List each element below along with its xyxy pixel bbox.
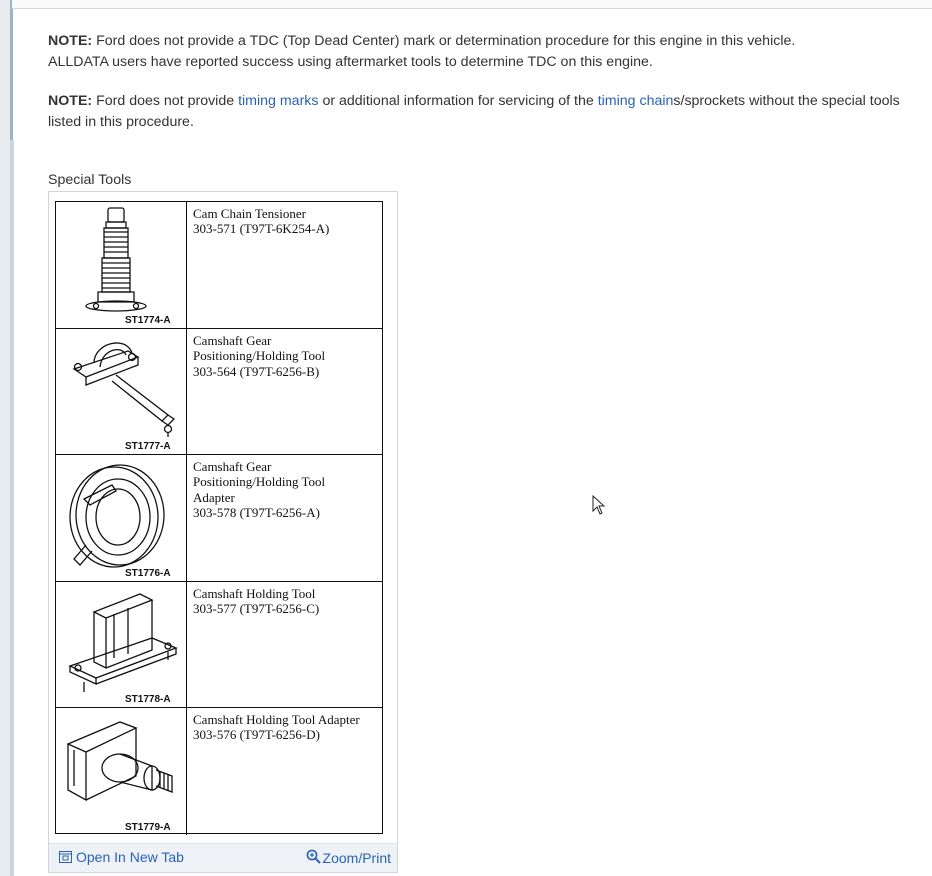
figure-caption: Special Tools <box>48 172 132 188</box>
note-text: or additional information for servicing … <box>322 93 594 109</box>
gear-adapter-icon <box>69 464 165 568</box>
tool-code: ST1777-A <box>125 441 171 452</box>
cam-chain-tensioner-icon <box>85 207 147 312</box>
tool-illustration: ST1778-A <box>56 582 187 707</box>
tool-description: Camshaft Holding Tool Adapter 303-576 (T… <box>193 712 360 743</box>
article-content: NOTE: Ford does not provide a TDC (Top D… <box>48 22 918 132</box>
mouse-cursor-icon <box>592 495 606 515</box>
note-label: NOTE: <box>48 33 93 49</box>
tool-code: ST1779-A <box>125 822 171 833</box>
tool-description: Cam Chain Tensioner 303-571 (T97T-6K254-… <box>193 206 330 237</box>
tool-description: Camshaft Holding Tool 303-577 (T97T-6256… <box>193 586 320 617</box>
zoom-print-label: Zoom/Print <box>322 850 391 866</box>
figure-toolbar: Open In New Tab Zoom/Print <box>49 843 397 872</box>
tool-row: ST1779-A Camshaft Holding Tool Adapter 3… <box>56 708 382 835</box>
tools-table: ST1774-A Cam Chain Tensioner 303-571 (T9… <box>55 201 383 835</box>
tool-row: ST1774-A Cam Chain Tensioner 303-571 (T9… <box>56 202 382 329</box>
tool-illustration: ST1776-A <box>56 455 187 581</box>
note-text: Ford does not provide <box>96 93 235 109</box>
note-text: Ford does not provide a TDC (Top Dead Ce… <box>96 33 796 49</box>
tool-code: ST1776-A <box>125 568 171 579</box>
tool-row: ST1777-A Camshaft Gear Positioning/Holdi… <box>56 329 382 455</box>
special-tools-figure[interactable]: ST1774-A Cam Chain Tensioner 303-571 (T9… <box>48 191 398 873</box>
holding-tool-adapter-icon <box>66 721 173 802</box>
timing-chain-link[interactable]: timing chain <box>597 93 674 109</box>
note-text: s/sprockets without the special tools <box>673 93 900 109</box>
tool-description: Camshaft Gear Positioning/Holding Tool 3… <box>193 333 326 379</box>
open-in-new-tab-label: Open In New Tab <box>76 849 184 865</box>
top-border <box>12 0 932 9</box>
tool-row: ST1776-A Camshaft Gear Positioning/Holdi… <box>56 455 382 582</box>
tool-description: Camshaft Gear Positioning/Holding Tool A… <box>193 459 326 520</box>
rail-accent-lower <box>10 140 14 876</box>
tool-code: ST1774-A <box>125 315 171 326</box>
zoom-icon <box>306 849 321 864</box>
tool-illustration: ST1774-A <box>56 202 187 328</box>
note-tdc: NOTE: Ford does not provide a TDC (Top D… <box>48 31 918 72</box>
timing-marks-link[interactable]: timing marks <box>238 93 319 109</box>
gear-holding-tool-icon <box>72 342 176 437</box>
camshaft-holding-tool-icon <box>68 593 178 692</box>
tool-row: ST1778-A Camshaft Holding Tool 303-577 (… <box>56 582 382 708</box>
note-text: listed in this procedure. <box>48 113 194 130</box>
tool-code: ST1778-A <box>125 694 171 705</box>
tool-illustration: ST1777-A <box>56 329 187 454</box>
new-tab-icon <box>59 851 72 863</box>
left-rail <box>0 0 14 876</box>
zoom-print-button[interactable]: Zoom/Print <box>306 849 391 866</box>
open-in-new-tab-button[interactable]: Open In New Tab <box>59 849 184 865</box>
note-text: ALLDATA users have reported success usin… <box>48 53 653 70</box>
tool-illustration: ST1779-A <box>56 708 187 835</box>
note-label: NOTE: <box>48 93 93 109</box>
note-timing: NOTE: Ford does not provide timing marks… <box>48 91 918 132</box>
